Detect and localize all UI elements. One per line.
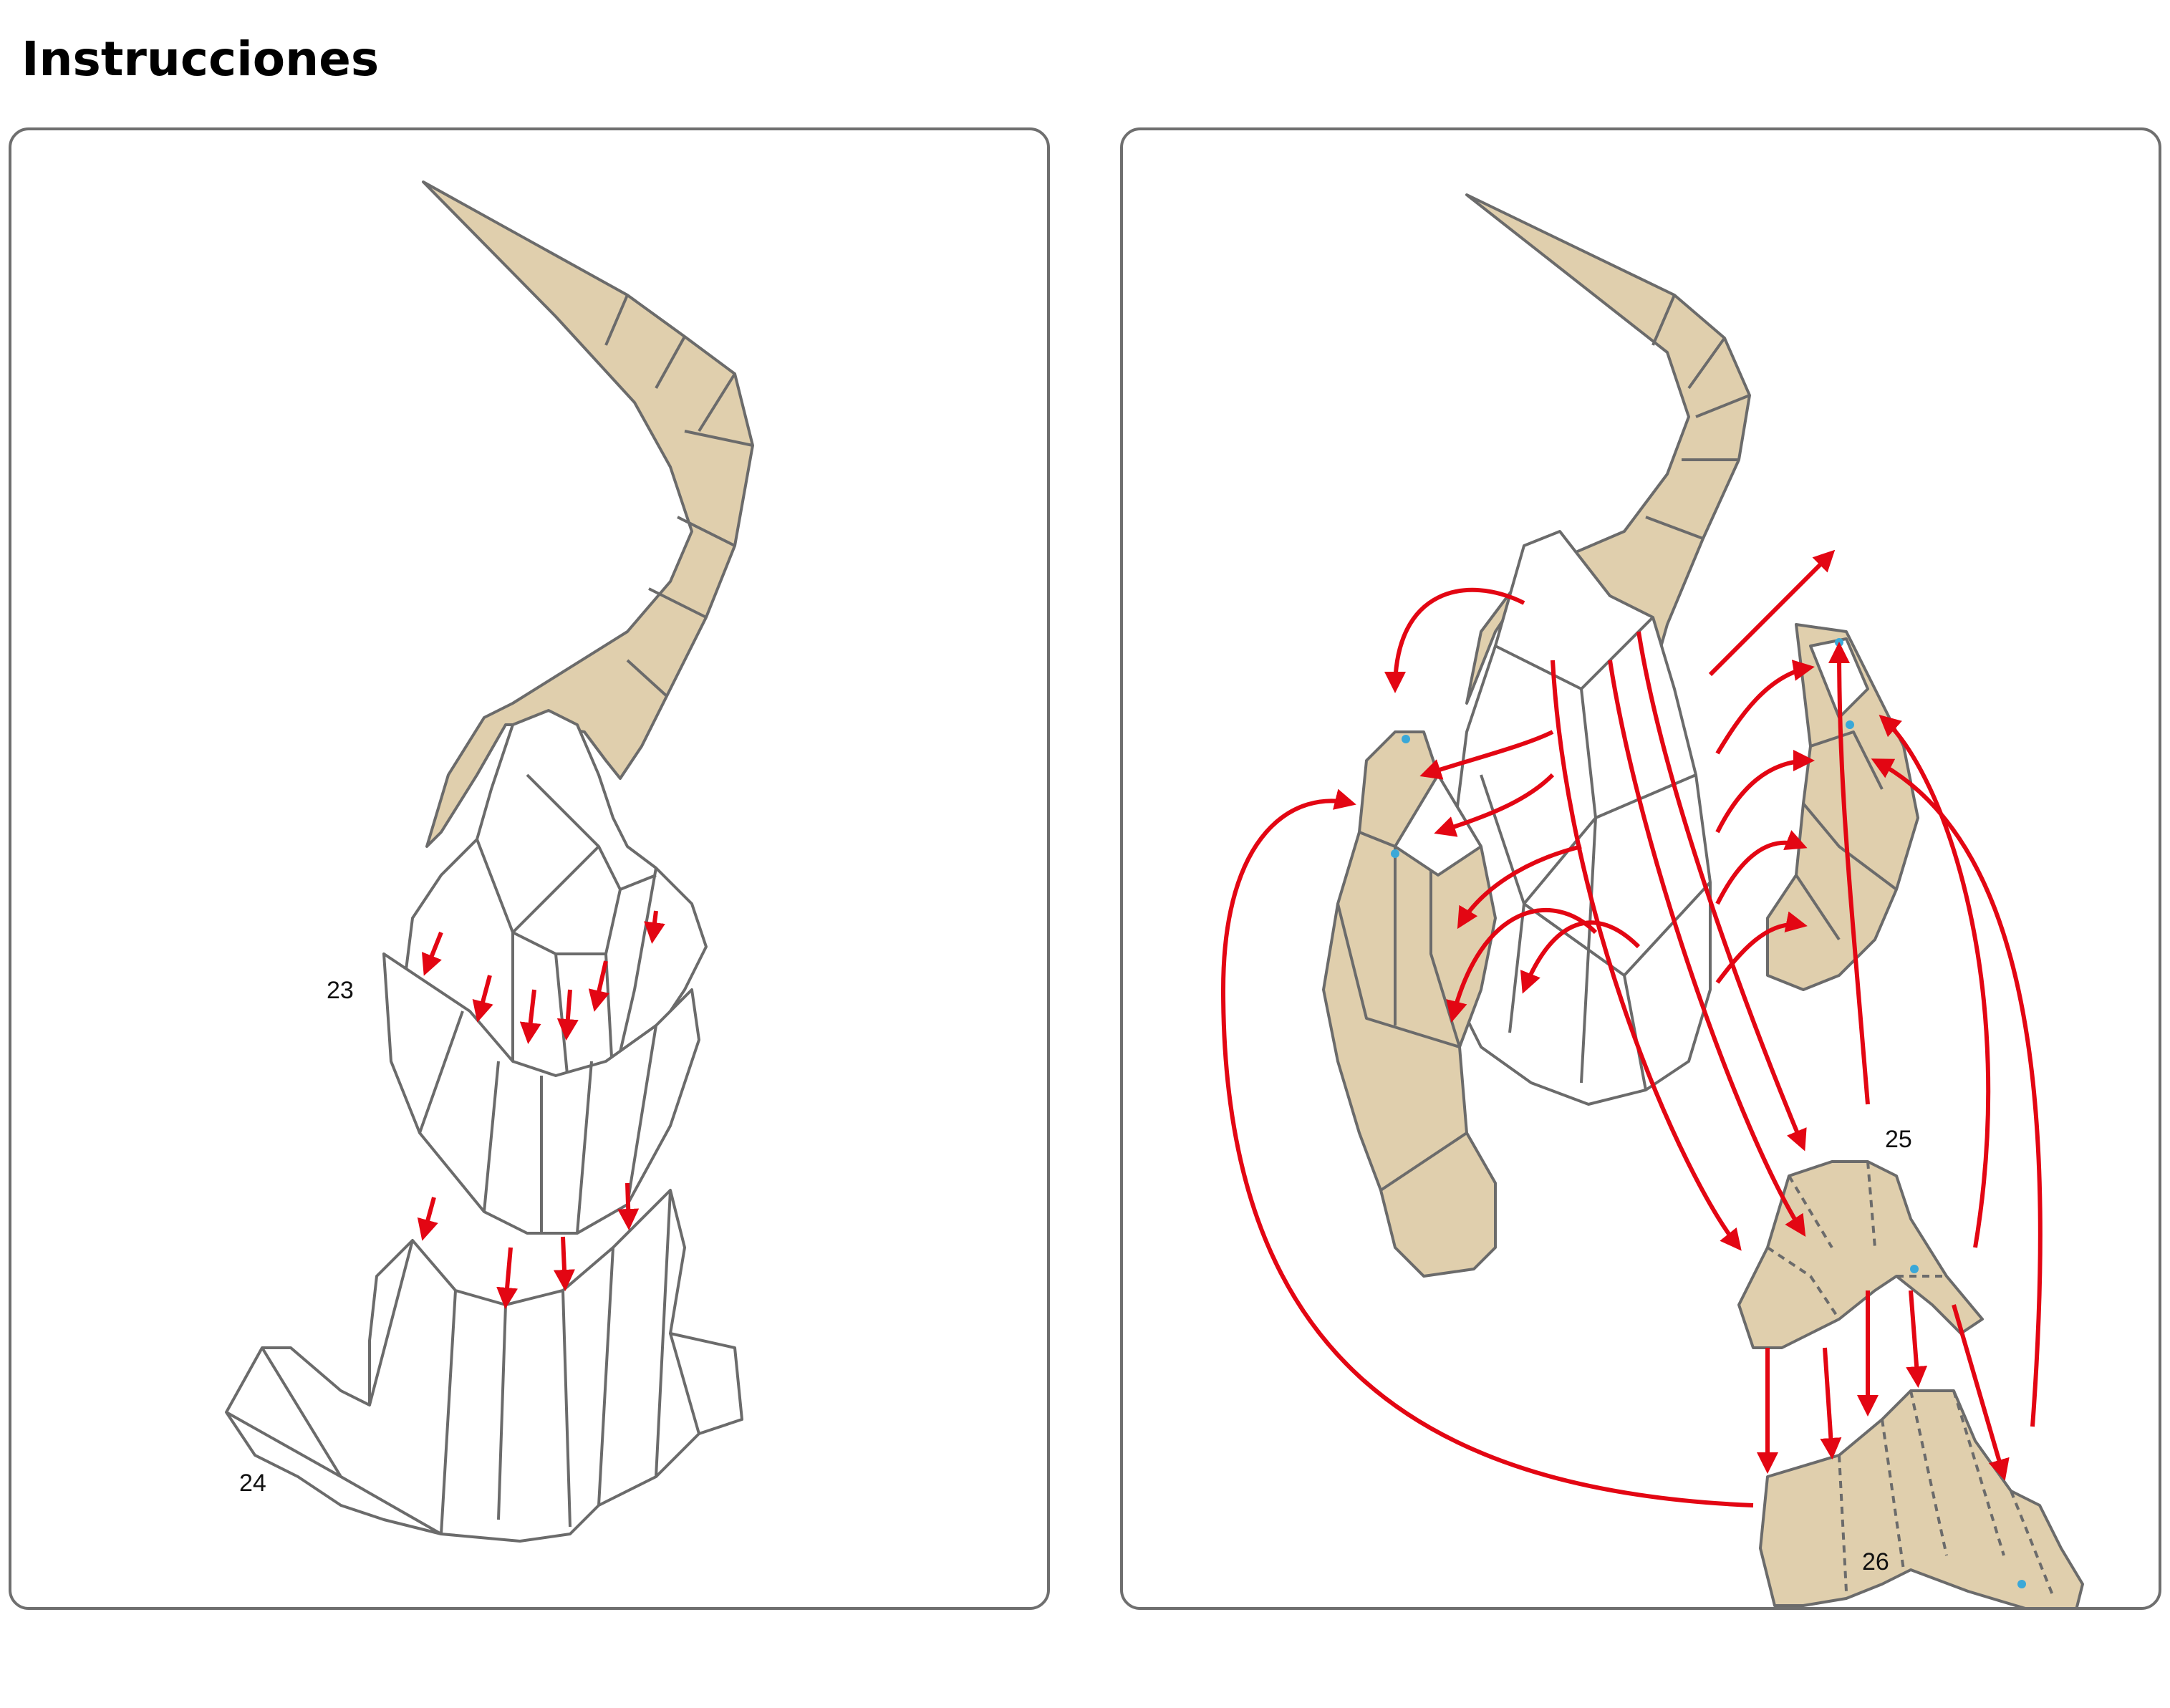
arrow <box>588 960 610 1012</box>
left-diagram: 23 24 <box>225 180 754 1543</box>
arrow <box>1871 758 2043 1427</box>
arrow <box>553 1236 575 1291</box>
arrow <box>1828 642 1870 1105</box>
arrow <box>1446 907 1598 1023</box>
arrow <box>1520 920 1641 994</box>
arrow <box>617 1182 640 1230</box>
right-diagram: 25 26 <box>1220 193 2084 1607</box>
arrow <box>1906 1290 1928 1388</box>
arrow <box>417 1197 438 1241</box>
instruction-panel-left: 23 24 <box>9 127 1050 1610</box>
arrow <box>1384 587 1525 693</box>
arrow <box>1715 911 1808 984</box>
arrow <box>1419 730 1554 780</box>
instruction-panel-right: 25 26 <box>1120 127 2161 1610</box>
step-number-26: 26 <box>1862 1548 1889 1576</box>
arrow <box>1952 1304 2010 1481</box>
arrow <box>1457 844 1582 930</box>
piece-25 <box>1737 1160 1984 1349</box>
horn-piece <box>422 180 754 848</box>
page-title: Instrucciones <box>21 32 380 87</box>
arrow <box>519 989 541 1044</box>
arrow <box>1820 1347 1842 1459</box>
arrow <box>1715 830 1808 905</box>
arrow <box>1434 773 1555 837</box>
step-number-25: 25 <box>1885 1126 1912 1153</box>
arrow <box>644 910 665 944</box>
arrow <box>556 989 579 1041</box>
step-number-24: 24 <box>239 1470 266 1497</box>
arrow <box>421 931 443 976</box>
arrow <box>1879 715 1991 1248</box>
arrow <box>1708 549 1836 677</box>
glue-dot-group <box>1391 638 2026 1588</box>
ring-piece-24 <box>225 1189 743 1543</box>
step-number-23: 23 <box>327 977 354 1004</box>
arrow <box>496 1247 519 1309</box>
arrow <box>1715 660 1815 755</box>
arrow <box>1551 660 1742 1251</box>
arrow <box>1636 631 1807 1152</box>
arrow <box>1608 660 1806 1237</box>
arrow <box>1220 788 1754 1507</box>
arrow <box>472 975 493 1023</box>
arrow <box>1715 750 1815 834</box>
